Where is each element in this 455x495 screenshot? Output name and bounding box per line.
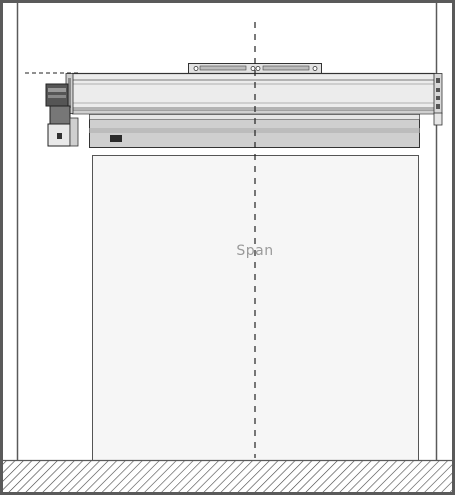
controller-box-icon	[110, 135, 122, 142]
door-panel	[92, 155, 419, 461]
header-profile	[71, 72, 436, 115]
motor-unit-icon	[45, 83, 79, 147]
right-end-cap	[433, 73, 443, 126]
mounting-bracket	[188, 63, 322, 74]
floor-hatch-icon	[3, 459, 452, 492]
span-label: Span	[236, 243, 273, 259]
